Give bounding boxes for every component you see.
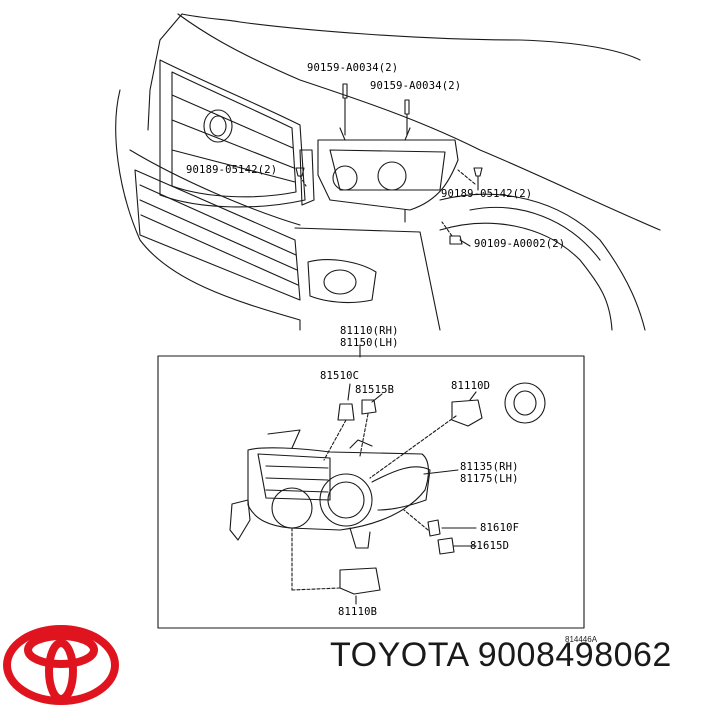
label-socket-turn: 81615D <box>470 540 510 552</box>
figure-code: 814446A <box>565 635 598 644</box>
label-bulb-side: 81510C <box>320 370 360 382</box>
label-bulb-low: 81110B <box>338 606 378 618</box>
label-assembly-lh: 81150(LH) <box>340 337 399 349</box>
label-clip-left: 90189-05142(2) <box>186 164 278 176</box>
toyota-logo-icon <box>2 624 120 710</box>
label-nut: 90109-A0002(2) <box>474 238 566 250</box>
label-bulb-main: 81110D <box>451 380 491 392</box>
label-screw-a1: 90159-A0034(2) <box>307 62 399 74</box>
label-screw-a2: 90159-A0034(2) <box>370 80 462 92</box>
label-clip-right: 90189-05142(2) <box>441 188 533 200</box>
label-socket-side: 81515B <box>355 384 395 396</box>
part-number: 9008498062 <box>477 636 672 674</box>
label-housing-rh: 81135(RH) <box>460 461 519 473</box>
label-assembly-rh: 81110(RH) <box>340 325 399 337</box>
label-housing-lh: 81175(LH) <box>460 473 519 485</box>
footer-caption: TOYOTA 9008498062 <box>330 636 672 675</box>
brand-name: TOYOTA <box>330 636 468 674</box>
label-bulb-turn: 81610F <box>480 522 520 534</box>
